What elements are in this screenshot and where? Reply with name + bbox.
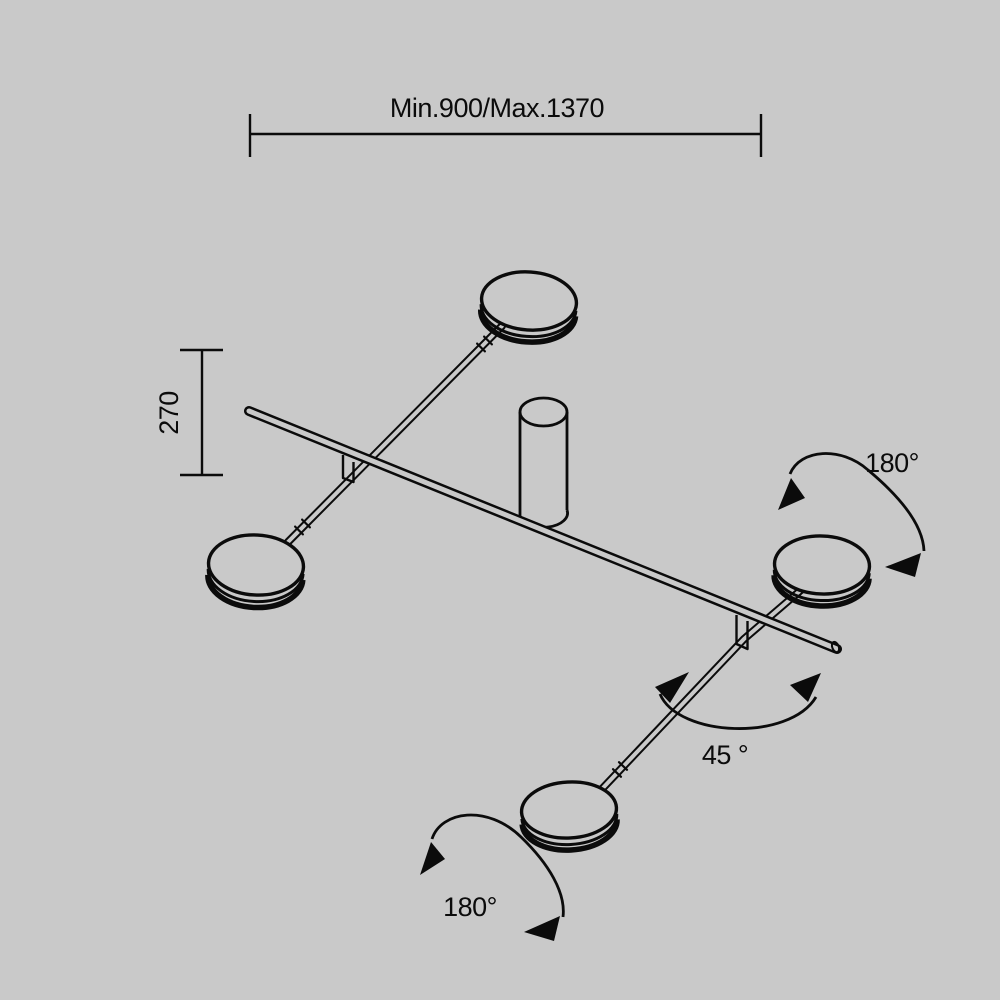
rotation-arrowhead-icon	[420, 842, 445, 875]
width-dimension: Min.900/Max.1370	[248, 93, 763, 157]
rotation-indicator-arm: 45 °	[655, 672, 821, 770]
rotation-arrowhead-icon	[790, 673, 821, 702]
height-dimension: 270	[154, 348, 223, 477]
rotation-arrowhead-icon	[655, 672, 689, 703]
rotation-label-right-head: 180°	[865, 448, 919, 478]
lamp-head-bottom-rim	[519, 819, 620, 853]
lamp-head-left-face	[206, 533, 306, 597]
lamp-head-bottom-rim	[520, 813, 619, 847]
rotation-arrowhead-icon	[885, 553, 921, 577]
swivel-arm-left	[284, 322, 506, 546]
rotation-arc-arm	[658, 693, 818, 730]
lamp-head-right	[771, 534, 872, 609]
lamp-head-left-rim	[205, 574, 306, 611]
lamp-head-top-rim	[478, 309, 579, 345]
arm-right-core	[599, 588, 803, 792]
rotation-label-arm: 45 °	[702, 740, 748, 770]
lamp-head-top	[478, 270, 579, 345]
rotation-arc-right-head	[788, 452, 926, 552]
lamp-head-bottom	[519, 780, 620, 853]
arm-left-joint-tick	[476, 342, 486, 353]
arm-left-core	[286, 324, 504, 544]
arm-left-joint-tick	[301, 518, 311, 529]
lamp-head-left-rim	[206, 568, 305, 604]
track-rod-end-face	[830, 640, 841, 654]
rotation-label-bottom-head: 180°	[443, 892, 497, 922]
arm-left-joint-tick	[483, 335, 493, 346]
lamp-head-left	[205, 533, 306, 611]
lamp-head-bottom-face	[519, 780, 619, 840]
rotation-indicator-right-head: 180°	[778, 448, 926, 577]
track-rod-core	[246, 408, 840, 652]
track-rod	[244, 406, 842, 654]
arm-right-joint-tick	[611, 768, 623, 778]
rotation-indicator-bottom-head: 180°	[420, 813, 565, 941]
height-dimension-label: 270	[154, 391, 184, 435]
arm-clamp-left	[341, 455, 355, 484]
swivel-arm-right	[597, 586, 805, 794]
arm-right-joint-tick	[617, 761, 629, 771]
arm-clamp-right	[735, 615, 749, 651]
width-dimension-label: Min.900/Max.1370	[390, 93, 604, 123]
rotation-arrowhead-icon	[778, 478, 805, 510]
arm-left-joint-tick	[294, 525, 304, 536]
lamp-head-right-rim	[771, 575, 872, 609]
lamp-head-right-rim	[772, 569, 871, 602]
lamp-head-top-face	[479, 270, 579, 332]
rotation-arrowhead-icon	[524, 916, 560, 941]
lamp-head-right-face	[772, 534, 872, 596]
lamp-head-top-rim	[479, 304, 578, 339]
canopy-top-ellipse	[518, 396, 569, 428]
rotation-arc-bottom-head	[430, 813, 565, 918]
